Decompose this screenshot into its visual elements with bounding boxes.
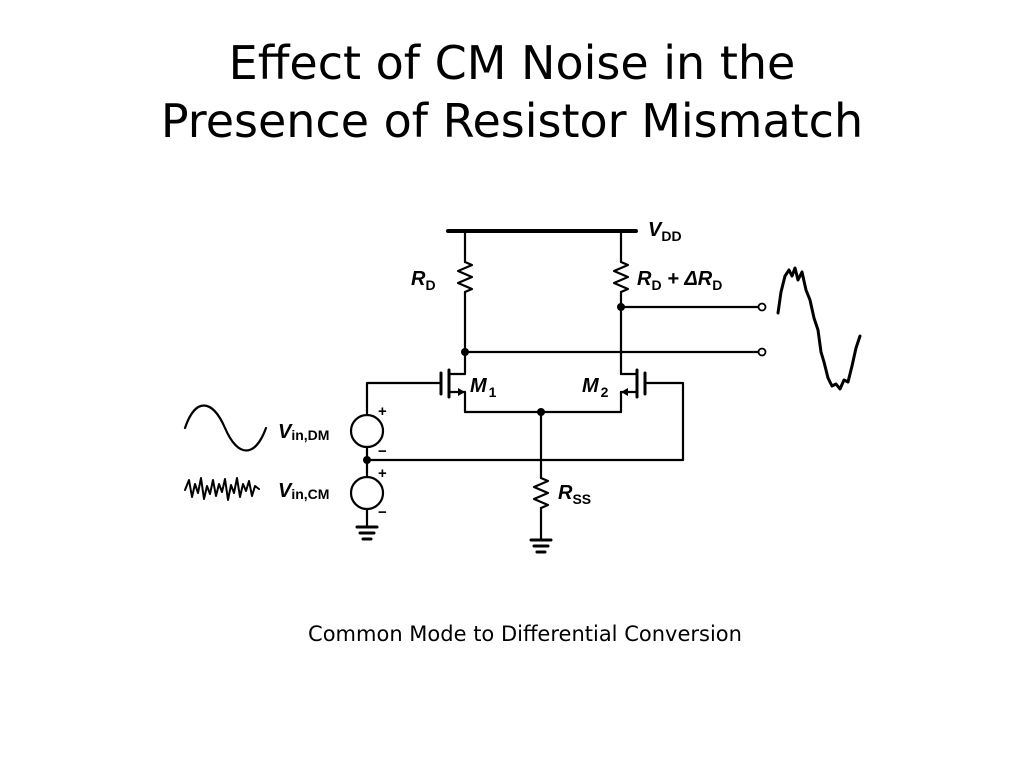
slide-title-line-1: Effect of CM Noise in the [228, 36, 796, 90]
m2-gate-wire [365, 381, 685, 462]
junction-dot-tail [537, 408, 545, 416]
vin-dm-minus: − [378, 443, 387, 460]
vin-dm-label: Vin,DM [278, 421, 329, 443]
vin-cm-plus: + [378, 465, 387, 482]
output-terminal-top [757, 302, 767, 312]
rd-left-resistor [456, 260, 474, 294]
m1-gate-wire [365, 381, 443, 412]
m2-source-arrow [621, 388, 628, 396]
vin-cm-label: Vin,CM [278, 480, 329, 502]
rd-left-label: RD [411, 268, 436, 293]
ground-symbol-left [355, 525, 379, 541]
cm-noise-waveform [184, 477, 260, 501]
output-terminal-bottom [757, 347, 767, 357]
slide-title: Effect of CM Noise in the Presence of Re… [0, 34, 1024, 150]
ground-symbol-right [529, 538, 553, 554]
rd-right-label: RD + ΔRD [637, 268, 722, 293]
junction-dot-output-right [617, 303, 625, 311]
junction-dot-source-node [363, 456, 371, 464]
slide-title-line-2: Presence of Resistor Mismatch [160, 94, 864, 148]
output-sine-waveform [776, 266, 862, 391]
rss-label: RSS [558, 482, 591, 507]
vin-cm-minus: − [378, 504, 387, 521]
rd-right-resistor [612, 260, 630, 294]
dm-sine-waveform [183, 404, 268, 452]
rss-resistor [532, 476, 550, 510]
diagram-caption: Common Mode to Differential Conversion [308, 622, 742, 646]
junction-dot-output-left [461, 348, 469, 356]
m1-source-arrow [458, 388, 465, 396]
vdd-label: VDD [648, 219, 682, 244]
vin-dm-plus: + [378, 403, 387, 420]
